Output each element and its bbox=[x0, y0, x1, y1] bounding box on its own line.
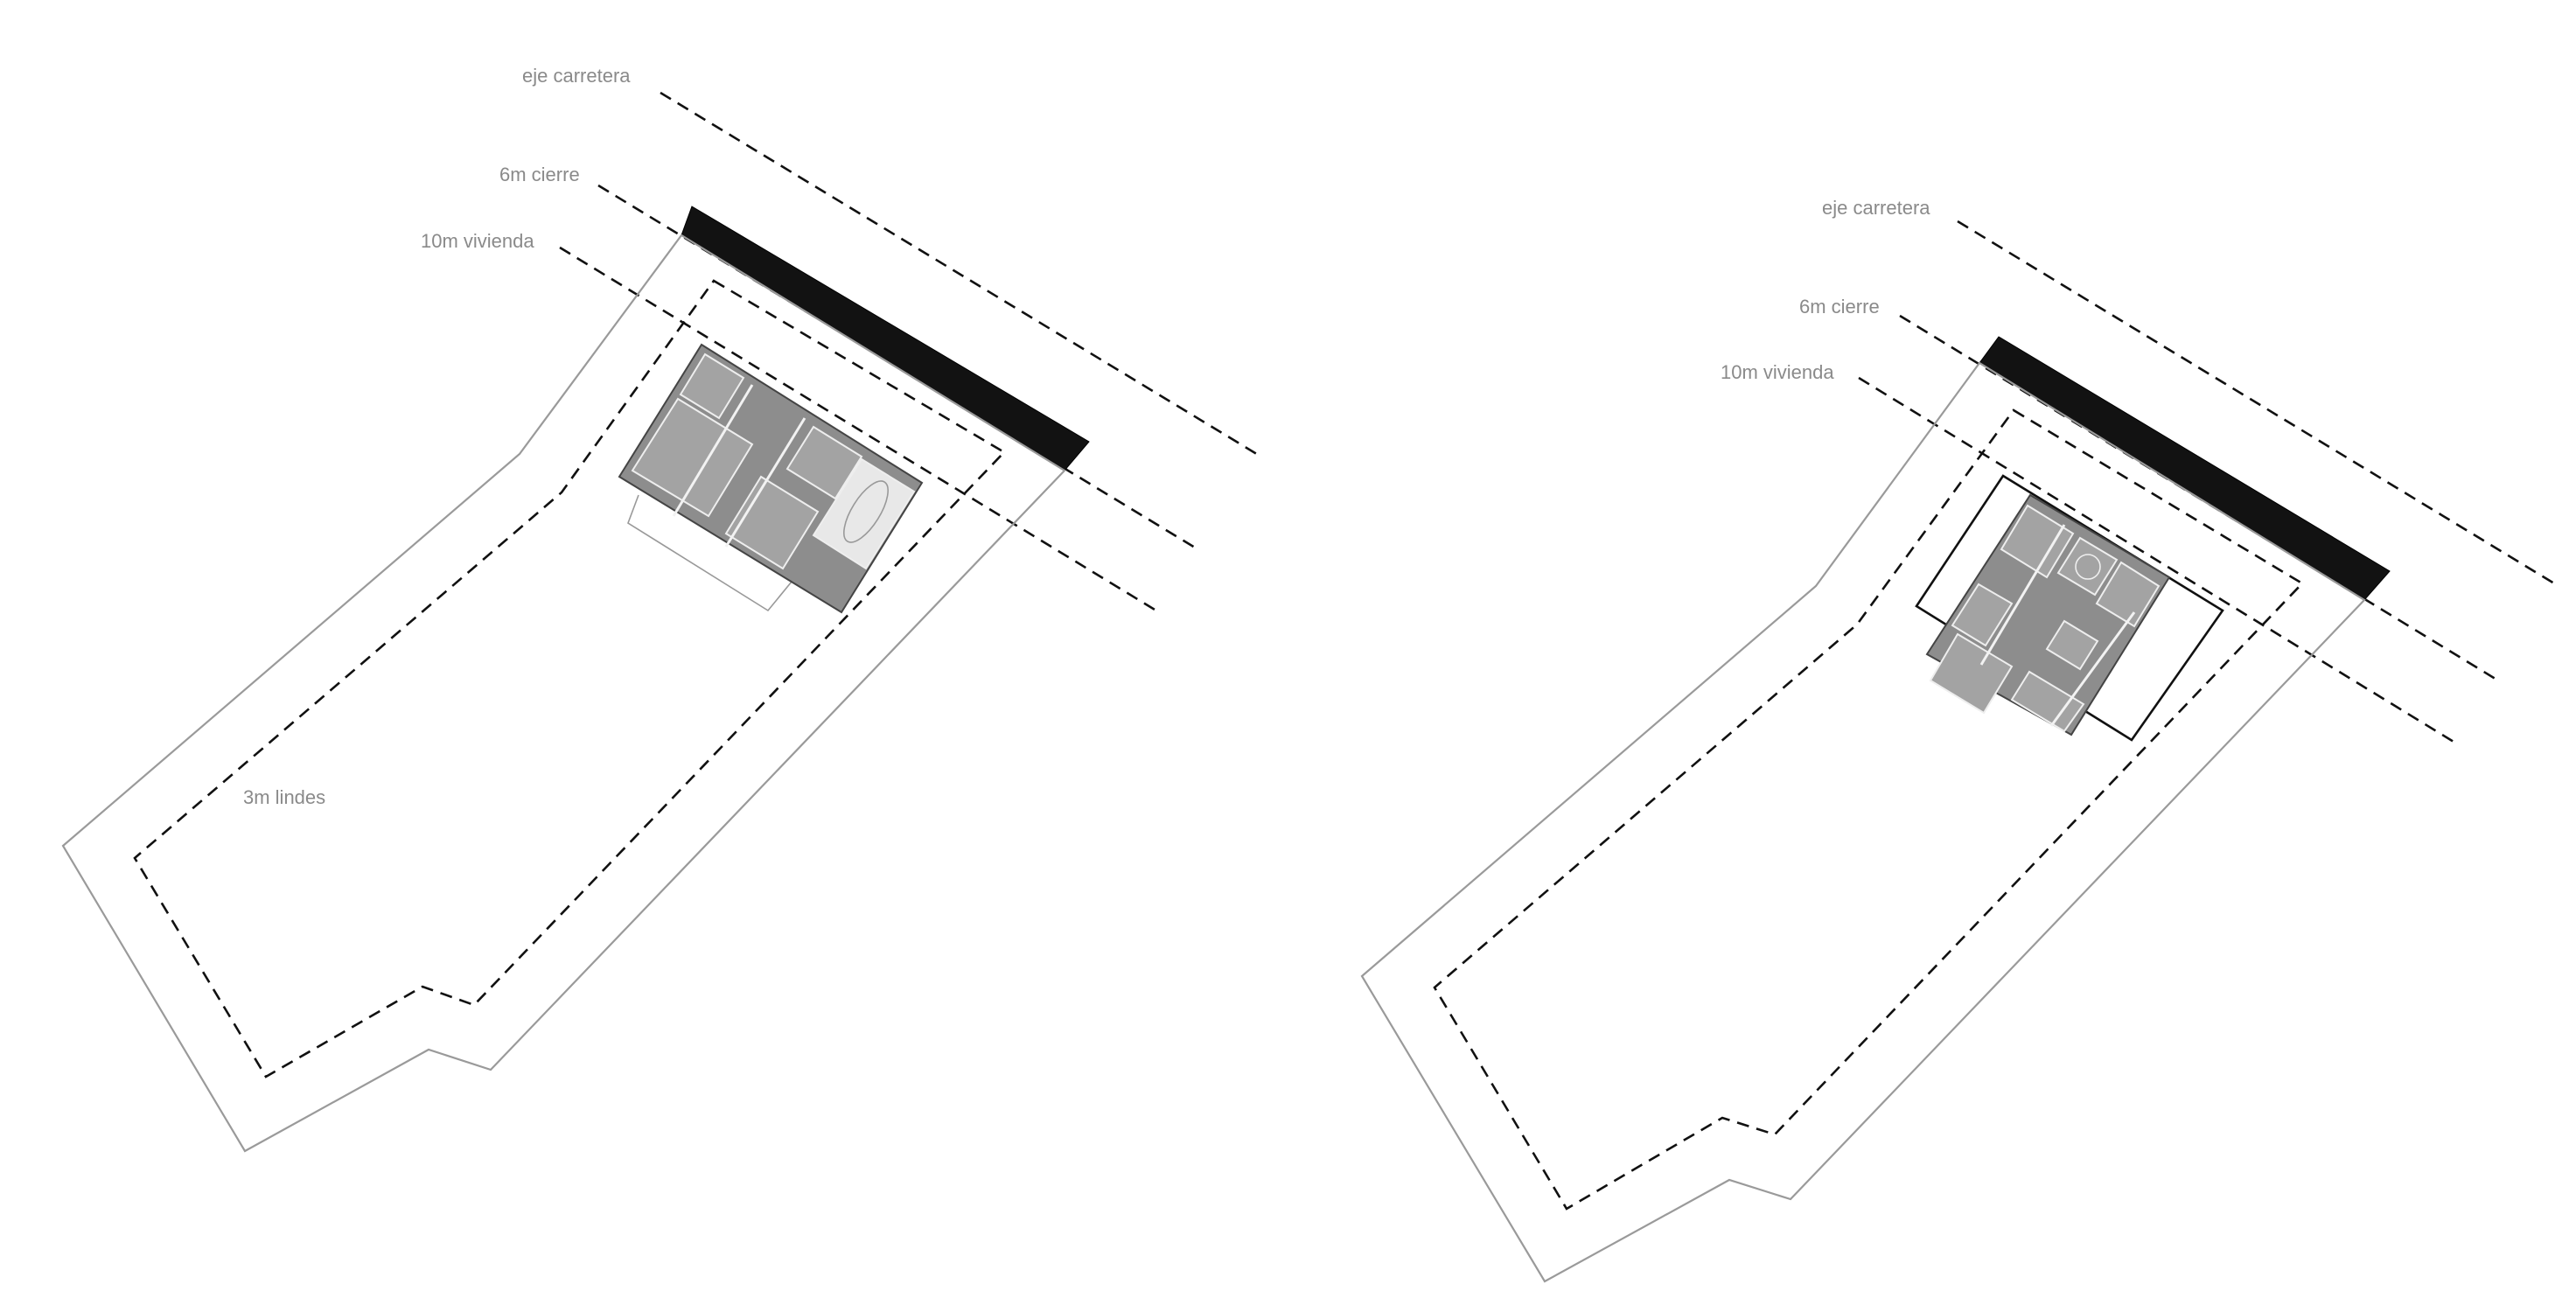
road-axis-line bbox=[660, 91, 1260, 457]
stair bbox=[2095, 561, 2161, 628]
table-icon bbox=[2075, 554, 2101, 580]
bedroom bbox=[1929, 632, 2014, 715]
house-floor-plan bbox=[1925, 493, 2171, 736]
bathroom bbox=[1951, 583, 2014, 647]
plot-boundary bbox=[1360, 361, 2366, 1283]
site-plan-left: eje carretera 6m cierre 10m vivienda 3m … bbox=[61, 65, 1260, 1153]
boundary-setback-line bbox=[133, 279, 1007, 1078]
living-room bbox=[631, 397, 754, 518]
car-icon bbox=[843, 480, 889, 543]
interior-wall bbox=[724, 417, 806, 548]
bedroom bbox=[2010, 670, 2085, 733]
bedroom bbox=[679, 352, 745, 420]
fence-setback-label: 6m cierre bbox=[1799, 296, 1880, 318]
house-setback-line bbox=[1858, 376, 2459, 746]
house-floor-plan bbox=[618, 343, 924, 614]
plot-boundary bbox=[61, 234, 1066, 1153]
house-setback-line bbox=[559, 246, 1160, 614]
boundary-setback-line bbox=[1433, 408, 2305, 1211]
interior-wall bbox=[1979, 524, 2066, 666]
bathroom bbox=[2045, 619, 2099, 671]
road-axis-label: eje carretera bbox=[522, 65, 631, 87]
house-setback-label: 10m vivienda bbox=[421, 230, 534, 252]
interior-wall bbox=[2049, 611, 2136, 727]
interior-wall bbox=[672, 384, 754, 517]
site-plan-right: eje carretera 6m cierre 10m vivienda bbox=[1360, 197, 2559, 1283]
garage bbox=[812, 457, 916, 570]
bedroom bbox=[2000, 504, 2075, 579]
road-axis-line bbox=[1957, 220, 2559, 588]
fence-setback-label: 6m cierre bbox=[499, 164, 580, 185]
boundary-setback-label: 3m lindes bbox=[243, 786, 325, 808]
house-setback-label: 10m vivienda bbox=[1721, 361, 1834, 383]
bathroom-tiles bbox=[724, 475, 820, 570]
road-axis-label: eje carretera bbox=[1822, 197, 1930, 219]
kitchen bbox=[785, 425, 863, 500]
terrace-outline bbox=[627, 494, 792, 612]
patio bbox=[2056, 536, 2119, 597]
